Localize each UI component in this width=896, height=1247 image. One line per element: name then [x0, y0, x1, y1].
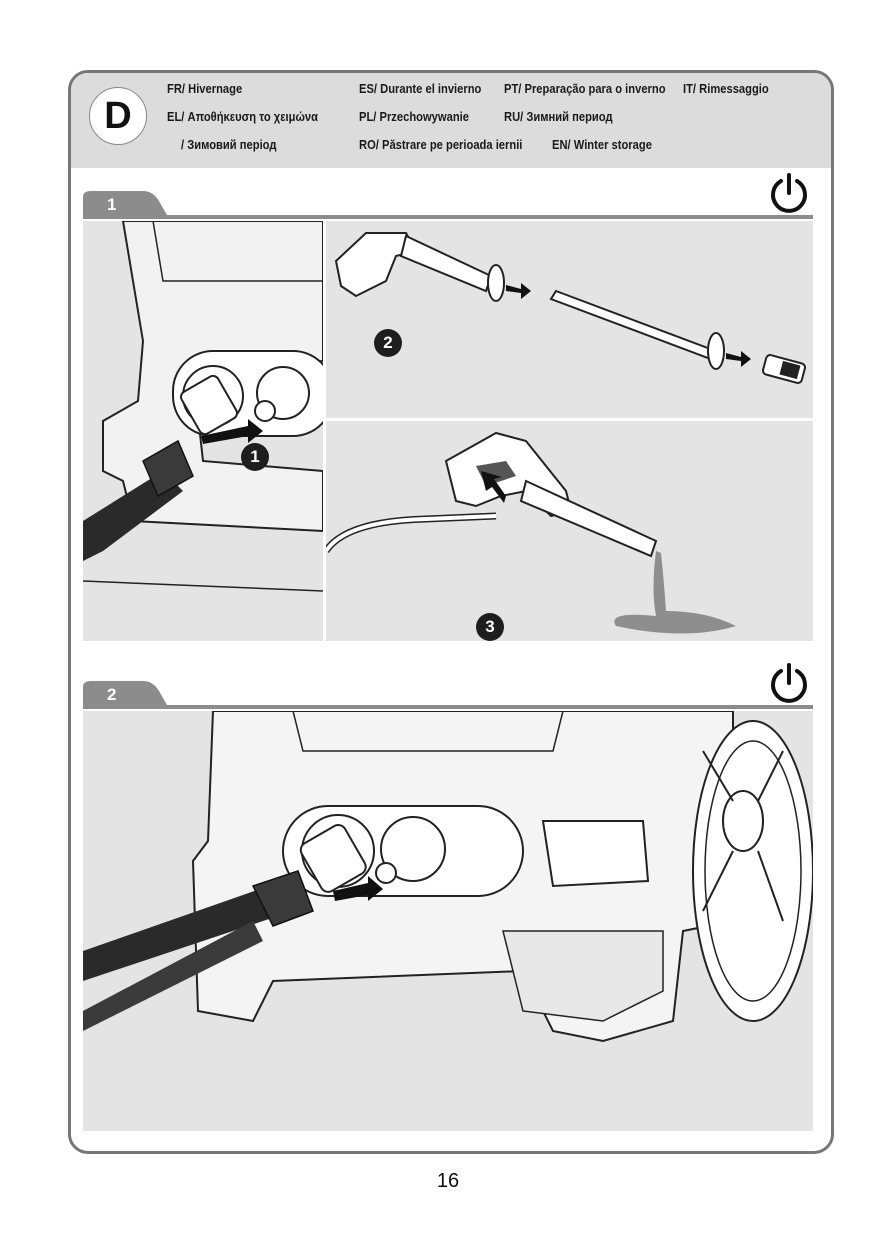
spray-gun-drain-illustration [326, 421, 813, 641]
title-it: IT/ Rimessaggio [683, 81, 769, 96]
step-2-number: 2 [107, 685, 116, 705]
page-number: 16 [0, 1170, 896, 1193]
callout-1: 1 [241, 443, 269, 471]
power-icon [767, 661, 811, 705]
step-1-lance-panel: 2 [326, 221, 813, 418]
callout-2: 2 [374, 329, 402, 357]
title-pl: PL/ Przechowywanie [359, 109, 469, 124]
title-es: ES/ Durante el invierno [359, 81, 481, 96]
title-fr: FR/ Hivernage [167, 81, 242, 96]
title-ro: RO/ Păstrare pe perioada iernii [359, 137, 522, 152]
step-2-tab: 2 [83, 681, 813, 709]
step-1-tab: 1 [83, 191, 813, 219]
step-1-drain-panel: 3 [326, 421, 813, 641]
step-2-disconnect-panel [83, 711, 813, 1131]
step-1-hose-panel: 1 [83, 221, 323, 641]
section-header: D FR/ Hivernage ES/ Durante el invierno … [71, 73, 831, 168]
pressure-washer-outlet-illustration [83, 221, 323, 641]
step-1-number: 1 [107, 195, 116, 215]
instruction-frame: D FR/ Hivernage ES/ Durante el invierno … [68, 70, 834, 1154]
section-letter-badge: D [89, 87, 147, 145]
spray-gun-lance-illustration [326, 221, 813, 418]
callout-3: 3 [476, 613, 504, 641]
title-el: EL/ Αποθήκευση το χειμώνα [167, 109, 318, 124]
title-en: EN/ Winter storage [552, 137, 652, 152]
title-pt: PT/ Preparação para o inverno [504, 81, 666, 96]
title-ru: RU/ Зимний период [504, 109, 613, 124]
power-icon [767, 171, 811, 215]
title-uk: / Зимовий період [181, 137, 276, 152]
pressure-washer-disconnect-illustration [83, 711, 813, 1131]
